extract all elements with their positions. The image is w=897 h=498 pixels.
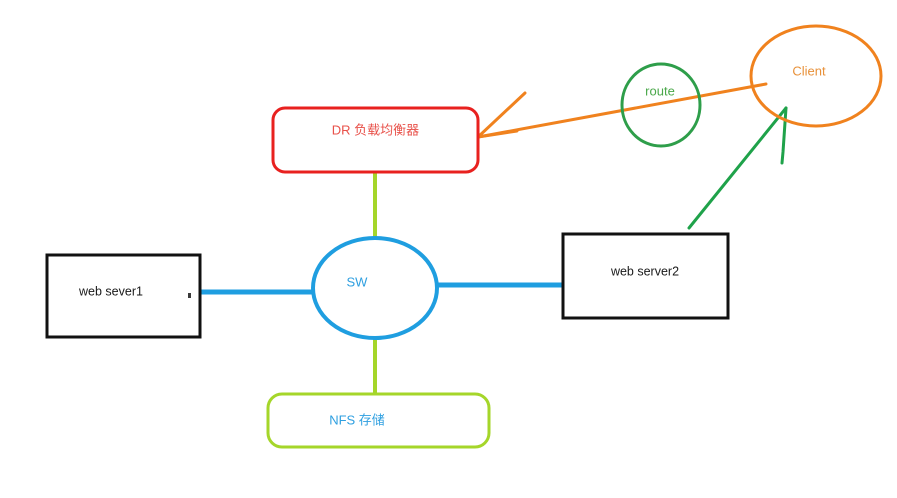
client-shape: [749, 24, 883, 128]
web-sever1-shape: [45, 253, 202, 339]
web-server2-shape: [561, 232, 730, 320]
node-switch[interactable]: SW: [311, 236, 439, 340]
route-shape: [620, 62, 702, 148]
edge-marker-dot-icon: [188, 293, 191, 298]
client-label: Client: [792, 63, 826, 78]
dr-load-balancer-label: DR 负载均衡器: [332, 122, 419, 137]
nfs-storage-shape: [266, 392, 491, 449]
web-server2-label: web server2: [610, 264, 679, 278]
node-nfs-storage[interactable]: NFS 存储: [266, 392, 491, 449]
node-dr-load-balancer[interactable]: DR 负载均衡器: [271, 106, 480, 174]
link-web-server2-to-client: [687, 106, 788, 230]
switch-label: SW: [347, 274, 369, 289]
nfs-storage-label: NFS 存储: [329, 412, 385, 427]
web-sever1-label: web sever1: [78, 284, 143, 298]
node-web-sever1[interactable]: web sever1: [45, 253, 202, 339]
node-route[interactable]: route: [620, 62, 702, 148]
switch-shape: [311, 236, 439, 340]
dr-load-balancer-shape: [271, 106, 480, 174]
arrowhead-client-to-dr-icon: [476, 91, 527, 139]
arrowhead-web-server2-to-client-icon: [780, 106, 788, 165]
node-web-server2[interactable]: web server2: [561, 232, 730, 320]
node-client[interactable]: Client: [749, 24, 883, 128]
route-label: route: [645, 83, 675, 98]
